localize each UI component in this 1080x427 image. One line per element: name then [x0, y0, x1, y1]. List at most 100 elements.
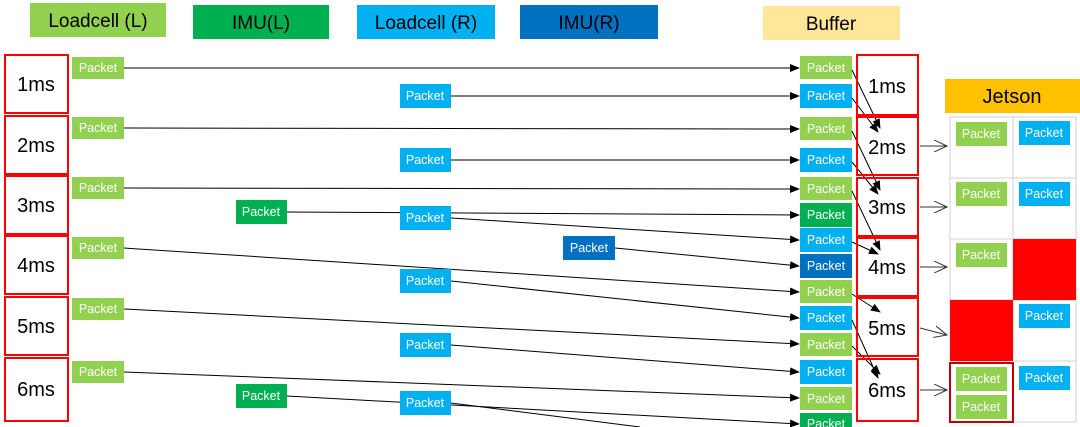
buffer-slot-label: 3ms [868, 197, 906, 219]
left-slot-6: 6ms [4, 357, 69, 422]
left-slot-label: 3ms [17, 195, 55, 217]
source-packets: Packet Packet Packet Packet Packet Packe… [72, 57, 615, 415]
packet-label: Packet [406, 211, 445, 225]
packet-loadcell-l: Packet [72, 177, 124, 199]
jetson-packet-loadcell-l: Packet [956, 182, 1007, 206]
packet-label: Packet [242, 389, 281, 403]
buffer-packet-loadcell-l: Packet [800, 280, 852, 303]
packet-label: Packet [962, 248, 1001, 262]
buffer-slot-label: 5ms [868, 318, 906, 340]
left-slot-3: 3ms [4, 175, 69, 235]
buffer-time-slots: 1ms 2ms 3ms 4ms 5ms 6ms [856, 54, 919, 422]
buffer-packet-loadcell-r: Packet [800, 84, 852, 108]
packet-label: Packet [79, 181, 118, 195]
packet-label: Packet [79, 61, 118, 75]
packet-loadcell-r: Packet [400, 333, 451, 357]
packet-label: Packet [242, 205, 281, 219]
packet-imu-r: Packet [563, 236, 615, 260]
left-time-slots: 1ms 2ms 3ms 4ms 5ms 6ms [4, 54, 69, 422]
left-slot-label: 5ms [17, 316, 55, 338]
left-slot-label: 6ms [17, 379, 55, 401]
legend-imu-l: IMU(L) [193, 5, 329, 39]
packet-label: Packet [406, 338, 445, 352]
legend-buffer: Buffer [763, 6, 900, 40]
packet-label: Packet [807, 338, 846, 352]
jetson-packet-loadcell-l: Packet [956, 243, 1007, 267]
packet-label: Packet [962, 400, 1001, 414]
packet-loadcell-l: Packet [72, 361, 124, 383]
buffer-packet-loadcell-l: Packet [800, 56, 852, 79]
packet-label: Packet [807, 122, 846, 136]
left-slot-4: 4ms [4, 235, 69, 295]
legend-imu-r: IMU(R) [520, 5, 658, 39]
jetson-packet-loadcell-l: Packet [956, 395, 1007, 419]
packet-label: Packet [79, 121, 118, 135]
packet-label: Packet [1025, 187, 1064, 201]
legend-loadcell-r-label: Loadcell (R) [375, 13, 477, 34]
left-slot-label: 2ms [17, 135, 55, 157]
jetson-packet-loadcell-l: Packet [956, 122, 1007, 146]
packet-label: Packet [962, 187, 1001, 201]
left-slot-label: 4ms [17, 255, 55, 277]
buffer-slot-label: 2ms [868, 137, 906, 159]
jetson-title: Jetson [983, 86, 1042, 108]
left-slot-2: 2ms [4, 115, 69, 175]
jetson: Jetson Packet Packet Packet Packet Packe… [945, 79, 1080, 423]
packet-imu-l: Packet [236, 384, 287, 408]
packet-label: Packet [807, 285, 846, 299]
jetson-missing-cell [1013, 239, 1076, 300]
buffer-packet-loadcell-r: Packet [800, 148, 852, 172]
buffer-packet-loadcell-l: Packet [800, 387, 852, 410]
packet-label: Packet [406, 274, 445, 288]
legend-buffer-label: Buffer [806, 14, 857, 35]
jetson-arrows [919, 146, 947, 390]
legend-loadcell-l: Loadcell (L) [30, 3, 166, 37]
packet-arrows [123, 64, 800, 427]
packet-label: Packet [1025, 309, 1064, 323]
packet-loadcell-l: Packet [72, 117, 124, 139]
buffer-packet-loadcell-r: Packet [800, 228, 852, 252]
buffer-slot-5: 5ms [856, 297, 919, 357]
left-slot-label: 1ms [17, 74, 55, 96]
buffer-slot-label: 4ms [868, 257, 906, 279]
legend-imu-l-label: IMU(L) [232, 13, 290, 34]
jetson-packet-loadcell-r: Packet [1019, 182, 1070, 206]
buffer-slot-2: 2ms [856, 116, 919, 176]
packet-loadcell-l: Packet [72, 237, 124, 259]
buffer-packet-loadcell-l: Packet [800, 177, 852, 200]
packet-label: Packet [1025, 126, 1064, 140]
packet-label: Packet [79, 241, 118, 255]
buffer-packet-loadcell-r: Packet [800, 306, 852, 330]
legend: Loadcell (L) IMU(L) Loadcell (R) IMU(R) … [30, 3, 900, 40]
packet-label: Packet [406, 153, 445, 167]
packet-label: Packet [79, 302, 118, 316]
packet-loadcell-r: Packet [400, 269, 451, 293]
packet-label: Packet [962, 127, 1001, 141]
packet-label: Packet [406, 396, 445, 410]
buffer-packet-imu-l: Packet [800, 413, 852, 427]
jetson-duplicate-highlight [949, 362, 1014, 423]
packet-label: Packet [807, 392, 846, 406]
buffer-packet-loadcell-l: Packet [800, 333, 852, 356]
left-slot-1: 1ms [4, 54, 69, 114]
packet-label: Packet [807, 61, 846, 75]
jetson-packet-loadcell-r: Packet [1019, 304, 1070, 328]
left-slot-5: 5ms [4, 296, 69, 356]
packet-label: Packet [1025, 371, 1064, 385]
packet-label: Packet [570, 241, 609, 255]
packet-label: Packet [807, 417, 846, 427]
buffer-slot-1: 1ms [856, 54, 919, 116]
buffer-packet-loadcell-l: Packet [800, 117, 852, 140]
jetson-header: Jetson [945, 79, 1080, 113]
packet-label: Packet [79, 365, 118, 379]
buffer-slot-label: 6ms [868, 380, 906, 402]
jetson-missing-cell [950, 300, 1013, 361]
packet-label: Packet [807, 208, 846, 222]
packet-loadcell-l: Packet [72, 57, 124, 79]
jetson-packet-loadcell-r: Packet [1019, 121, 1070, 145]
packet-label: Packet [807, 233, 846, 247]
buffer-slot-4: 4ms [856, 237, 919, 297]
legend-loadcell-l-label: Loadcell (L) [48, 11, 147, 32]
packet-loadcell-r: Packet [400, 148, 451, 172]
